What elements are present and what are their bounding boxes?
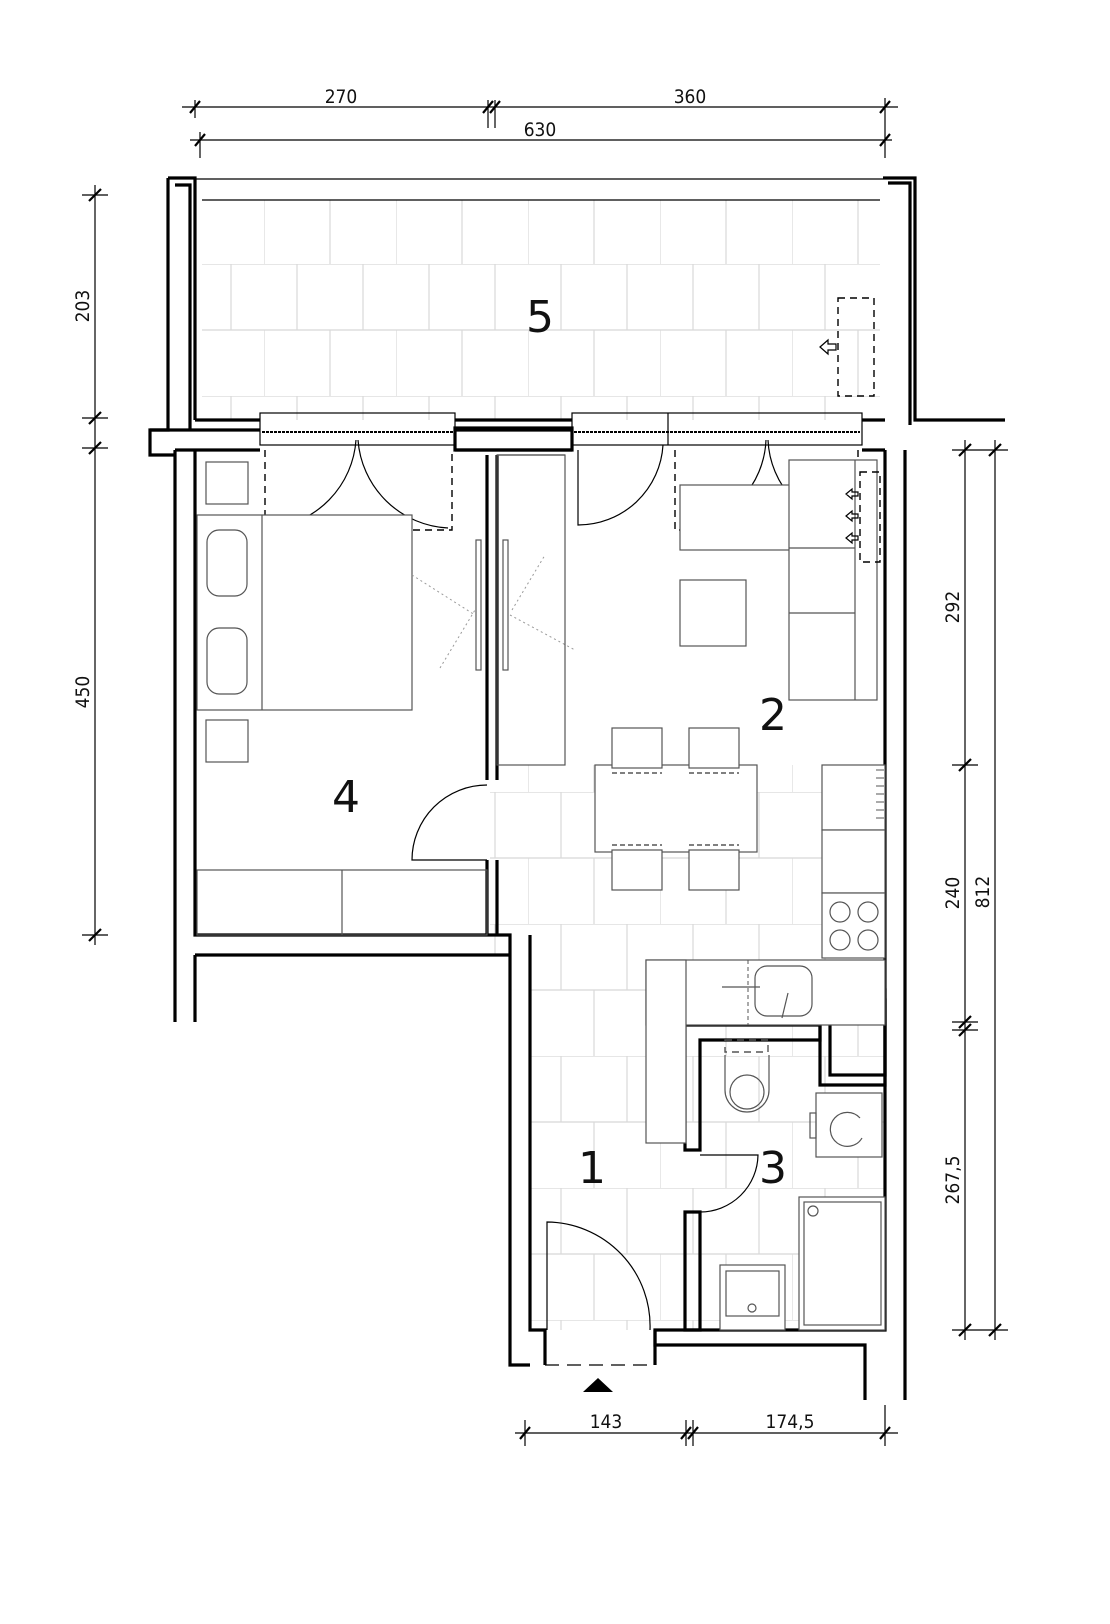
living-furniture [594, 459, 886, 1144]
bathroom-fixtures [699, 1039, 886, 1331]
room-number-3: 3 [759, 1143, 787, 1194]
sofa [788, 459, 878, 701]
dimension-lines [82, 98, 1008, 1446]
room-number-5: 5 [526, 292, 554, 343]
dimension-label: 812 [972, 876, 994, 909]
dimension-label: 203 [72, 290, 94, 323]
window [259, 412, 456, 446]
dining-table [594, 764, 758, 853]
dimension-label: 270 [325, 86, 358, 108]
washing-machine [815, 1092, 883, 1158]
arrow-icon [819, 338, 837, 356]
room-number-1: 1 [578, 1143, 606, 1194]
dimension-label: 450 [72, 676, 94, 709]
sink [754, 965, 813, 1017]
cooktop [821, 892, 886, 959]
dimension-label: 143 [590, 1411, 623, 1433]
washbasin [719, 1264, 786, 1331]
toilet [729, 1074, 765, 1110]
balcony-storage [837, 297, 875, 397]
coffee-table [679, 579, 747, 647]
dimension-label: 360 [674, 86, 707, 108]
exterior-wall-top [150, 412, 885, 531]
room-number-4: 4 [332, 772, 360, 823]
dimension-label: 630 [524, 119, 557, 141]
dimension-label: 174,5 [766, 1411, 815, 1433]
room-number-2: 2 [759, 690, 787, 741]
bedroom-furniture [196, 454, 576, 936]
dimension-label: 267,5 [942, 1156, 964, 1205]
dimension-label: 292 [942, 591, 964, 624]
shower [798, 1196, 886, 1331]
window [571, 412, 863, 446]
dimension-label: 240 [942, 877, 964, 910]
entrance-door [546, 1221, 651, 1331]
walls [173, 450, 907, 1400]
balcony-floor [202, 200, 880, 420]
entrance-arrow-icon [583, 1378, 613, 1392]
